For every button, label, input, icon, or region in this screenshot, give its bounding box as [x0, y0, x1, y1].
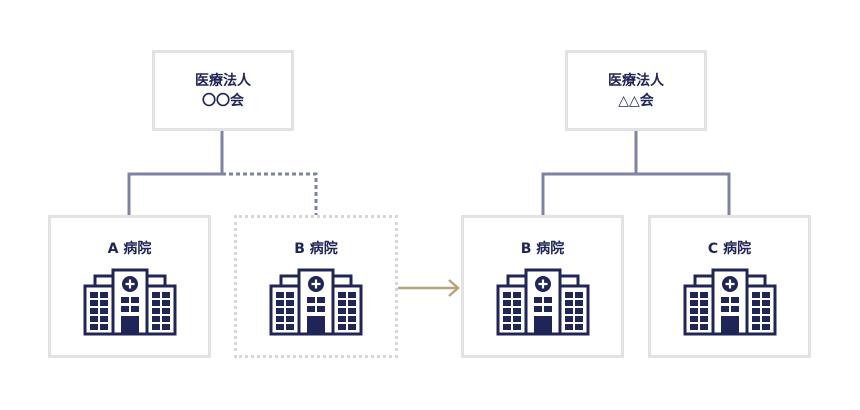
hospital-building-icon [683, 268, 777, 336]
hospital-building-icon [83, 268, 177, 336]
hospital-label: B 病院 [520, 241, 565, 257]
hospital-box-b-after: B 病院 [461, 215, 624, 358]
hospital-box-a: A 病院 [48, 215, 211, 358]
connector-left-dashed [222, 172, 318, 216]
hospital-label: C 病院 [707, 241, 752, 257]
corporation-name-line1: 医療法人 [608, 72, 664, 89]
corporation-box-before: 医療法人 〇〇会 [152, 50, 294, 131]
hospital-building-icon [269, 268, 363, 336]
arrow-right-icon [398, 279, 460, 297]
connector-left-solid [127, 130, 224, 216]
hospital-label: A 病院 [107, 241, 152, 257]
corporation-box-after: 医療法人 △△会 [565, 50, 707, 131]
connector-right-solid [541, 130, 731, 216]
corporation-name-line2: △△会 [618, 92, 654, 109]
corporation-name-line1: 医療法人 [195, 72, 251, 89]
hospital-building-icon [496, 268, 590, 336]
hospital-box-b-before: B 病院 [234, 215, 398, 358]
hospital-label: B 病院 [294, 241, 338, 257]
hospital-box-c: C 病院 [648, 215, 811, 358]
corporation-name-line2: 〇〇会 [202, 92, 244, 109]
